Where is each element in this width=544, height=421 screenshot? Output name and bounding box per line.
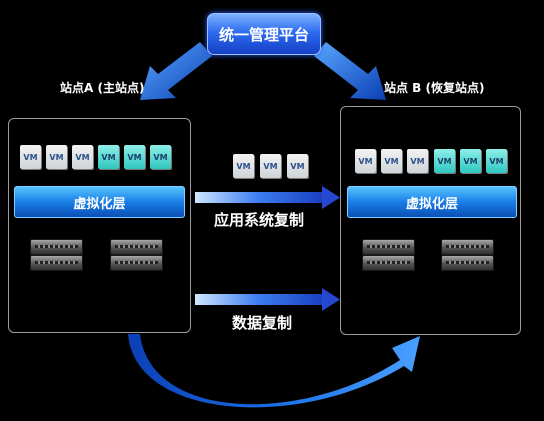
arrow-to-site-a (140, 42, 212, 100)
vm-icon: VM (233, 154, 254, 178)
site-a-label: 站点A (主站点) (60, 81, 145, 95)
vm-icon: VM (381, 149, 402, 173)
site-b-panel (340, 106, 521, 335)
vm-icon: VM (20, 145, 41, 169)
app-replication-arrow (195, 186, 340, 209)
failover-curve-arrow (128, 334, 420, 408)
vm-icon: VM (260, 154, 281, 178)
management-platform-title: 统一管理平台 (218, 25, 309, 44)
server-icon (362, 255, 415, 271)
server-icon (441, 239, 494, 255)
site-a-virtualization-layer: 虚拟化层 (14, 186, 185, 218)
vm-icon: VM (150, 145, 171, 169)
server-icon (30, 255, 83, 271)
virtualization-layer-label: 虚拟化层 (405, 196, 458, 212)
server-icon (441, 255, 494, 271)
vm-icon: VM (407, 149, 428, 173)
server-icon (110, 255, 163, 271)
vm-icon: VM (355, 149, 376, 173)
vm-icon: VM (124, 145, 145, 169)
arrow-to-site-b (314, 42, 386, 100)
site-b-virtualization-layer: 虚拟化层 (347, 186, 517, 218)
vm-icon: VM (46, 145, 67, 169)
data-replication-arrow (195, 288, 340, 311)
vm-icon: VM (460, 149, 481, 173)
vm-icon: VM (72, 145, 93, 169)
site-b-label: 站点 B (恢复站点) (384, 81, 485, 95)
vm-icon: VM (486, 149, 507, 173)
data-replication-label: 数据复制 (232, 314, 293, 332)
vm-icon: VM (434, 149, 455, 173)
app-replication-label: 应用系统复制 (214, 211, 305, 229)
vm-icon: VM (287, 154, 308, 178)
server-icon (362, 239, 415, 255)
server-icon (110, 239, 163, 255)
vm-icon: VM (98, 145, 119, 169)
virtualization-layer-label: 虚拟化层 (73, 196, 126, 212)
server-icon (30, 239, 83, 255)
management-platform-box: 统一管理平台 (207, 13, 321, 55)
